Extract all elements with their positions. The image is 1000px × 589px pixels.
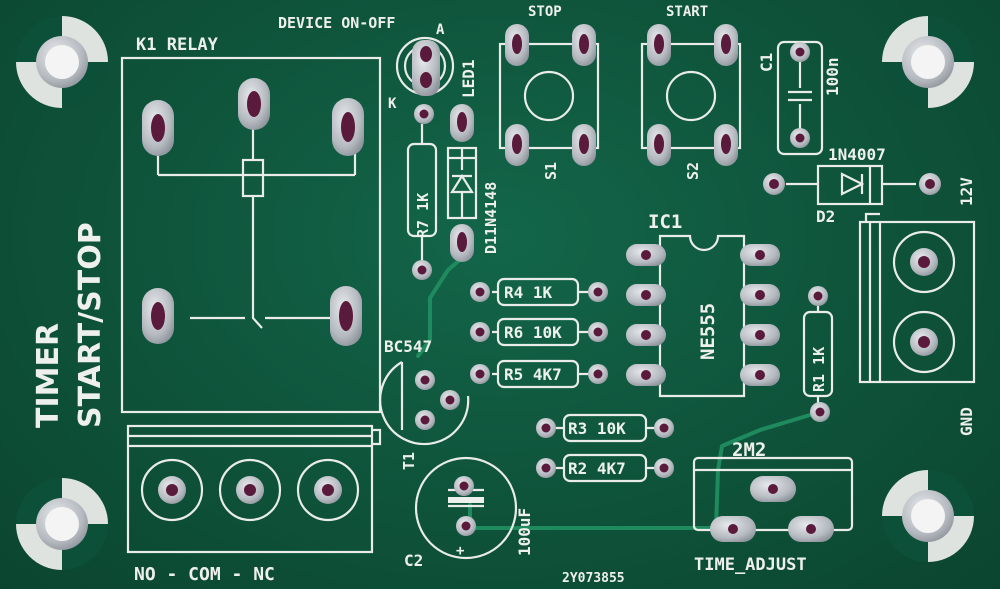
led-footprint <box>395 36 455 124</box>
power-terminal-block <box>858 212 976 384</box>
s1-label: S1 <box>542 162 560 180</box>
mounting-holes <box>16 16 974 570</box>
r5-label: R5 4K7 <box>504 365 562 384</box>
s1-switch-footprint <box>498 24 600 166</box>
r1-label: R1 1K <box>810 347 828 392</box>
s2-label: S2 <box>684 162 702 180</box>
relay-pads <box>142 78 364 346</box>
c2-plus-label: + <box>456 543 464 559</box>
d2-label: D2 <box>816 207 835 226</box>
d2-footprint <box>763 164 941 206</box>
time-adjust-label: TIME_ADJUST <box>694 555 807 575</box>
stop-label: STOP <box>528 4 562 20</box>
timer-label: TIMER <box>31 323 66 428</box>
pot-value-label: 2M2 <box>732 439 766 461</box>
potentiometer-footprint <box>692 456 854 542</box>
r7-footprint <box>406 124 438 280</box>
t1-label: T1 <box>400 452 418 470</box>
bc547-label: BC547 <box>384 337 432 356</box>
r6-label: R6 10K <box>504 323 562 342</box>
r1-footprint <box>802 286 834 422</box>
c1-value-label: 100n <box>823 57 842 96</box>
ne555-label: NE555 <box>697 303 719 360</box>
r7-label: R7 1K <box>414 193 432 238</box>
contacts-label: NO - COM - NC <box>134 564 275 585</box>
c2-label: C2 <box>404 551 423 570</box>
c1-label: C1 <box>757 53 776 72</box>
v12-label: 12V <box>957 177 976 206</box>
r3-label: R3 10K <box>568 419 626 438</box>
c2-footprint <box>414 456 518 560</box>
s2-switch-footprint <box>640 24 742 166</box>
d2-part-label: 1N4007 <box>828 145 886 164</box>
r2-label: R2 4K7 <box>568 459 626 478</box>
resistor-bank-footprints <box>470 277 608 389</box>
r4-label: R4 1K <box>504 283 553 302</box>
start-label: START <box>666 4 708 20</box>
silkscreen-text: DEVICE ON-OFF K1 RELAY TIMER START/STOP … <box>31 4 976 586</box>
ic1-footprint <box>626 234 780 398</box>
start-stop-label: START/STOP <box>73 222 108 428</box>
gnd-label: GND <box>957 407 976 436</box>
r3-r2-footprints <box>536 413 674 483</box>
serial-label: 2Y073855 <box>562 571 625 586</box>
led-cathode-label: K <box>388 96 397 112</box>
led-label: LED1 <box>459 59 478 98</box>
d1-label: D11N4148 <box>482 182 500 254</box>
d1-footprint <box>446 104 478 262</box>
led-anode-label: A <box>436 22 445 38</box>
relay-label: K1 RELAY <box>136 35 219 55</box>
ic1-label: IC1 <box>648 211 682 233</box>
device-on-off-label: DEVICE ON-OFF <box>278 14 395 32</box>
t1-footprint <box>379 361 470 446</box>
c2-value-label: 100uF <box>515 508 534 556</box>
output-terminal-block <box>126 424 382 554</box>
c1-footprint <box>776 40 824 156</box>
